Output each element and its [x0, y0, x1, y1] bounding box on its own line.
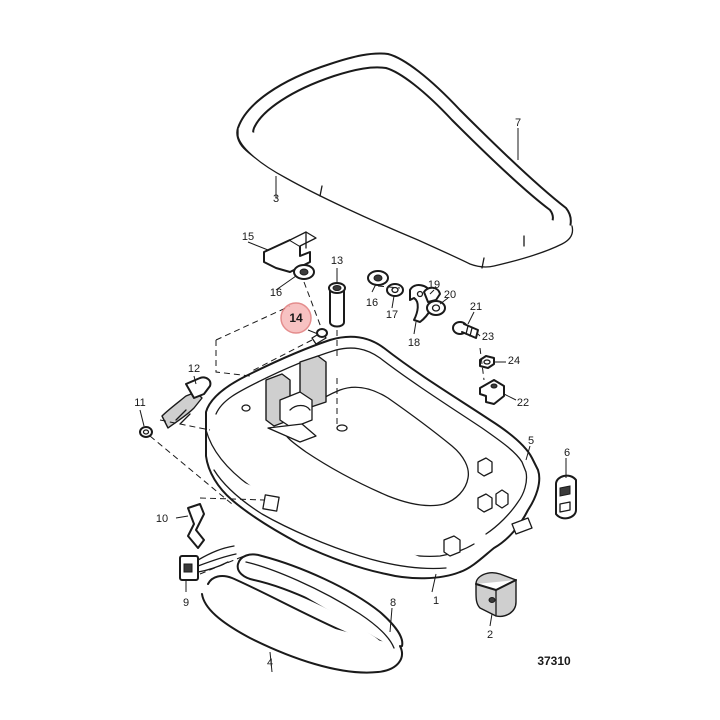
- washer-part-20: [426, 300, 446, 316]
- grommet-part-16-left: [293, 264, 315, 280]
- leader-lines: [139, 128, 567, 673]
- callout-11: 11: [134, 397, 145, 409]
- alignment-lines: [149, 281, 485, 575]
- callout-23: 23: [482, 331, 494, 343]
- reference-number: 37310: [537, 654, 571, 668]
- callout-22: 22: [517, 397, 529, 409]
- callout-5: 5: [528, 435, 534, 447]
- callout-1: 1: [433, 595, 439, 607]
- nut-part-24: [479, 355, 495, 369]
- callout-10: 10: [156, 513, 168, 525]
- cam-part-19: [423, 286, 441, 303]
- callout-24: 24: [508, 355, 520, 367]
- callout-9: 9: [183, 597, 189, 609]
- tube-part-13: [328, 282, 346, 328]
- callout-16-right: 16: [366, 297, 378, 309]
- grommet-part-16-right: [367, 270, 389, 286]
- callout-labels: 1 2 3 4 5 6 7 8 9 10 11 12 13 14 15 16 1…: [134, 117, 571, 669]
- callout-18: 18: [408, 337, 420, 349]
- callout-6: 6: [564, 447, 570, 459]
- callout-20: 20: [444, 289, 456, 301]
- bracket-part-15: [263, 231, 317, 273]
- bottom-seal-part-4: [201, 553, 404, 674]
- callout-4: 4: [267, 657, 273, 669]
- callout-3: 3: [273, 193, 279, 205]
- callout-13: 13: [331, 255, 343, 267]
- connector-part-9: [179, 545, 237, 581]
- callout-15: 15: [242, 231, 254, 243]
- callout-14-highlight[interactable]: [280, 302, 312, 334]
- callout-14[interactable]: 14: [289, 311, 303, 325]
- callout-16-left: 16: [270, 287, 282, 299]
- clip-part-10: [187, 503, 205, 549]
- bracket-part-22: [479, 379, 505, 405]
- callout-19: 19: [428, 279, 440, 291]
- bolt-part-21: [452, 321, 479, 339]
- callout-8: 8: [390, 597, 396, 609]
- latch-plate-part-6: [555, 474, 577, 520]
- bottom-cowl-part-1: [205, 335, 541, 580]
- washer-part-17: [386, 283, 404, 297]
- top-seal-frame: [236, 52, 574, 269]
- hose-part-12: [161, 376, 212, 429]
- latch-block-part-2: [475, 572, 517, 618]
- callout-7: 7: [515, 117, 521, 129]
- callout-2: 2: [487, 629, 493, 641]
- callout-21: 21: [470, 301, 482, 313]
- callout-12: 12: [188, 363, 200, 375]
- callout-17: 17: [386, 309, 398, 321]
- fitting-part-11: [139, 426, 153, 438]
- screw-part-14: [311, 328, 328, 345]
